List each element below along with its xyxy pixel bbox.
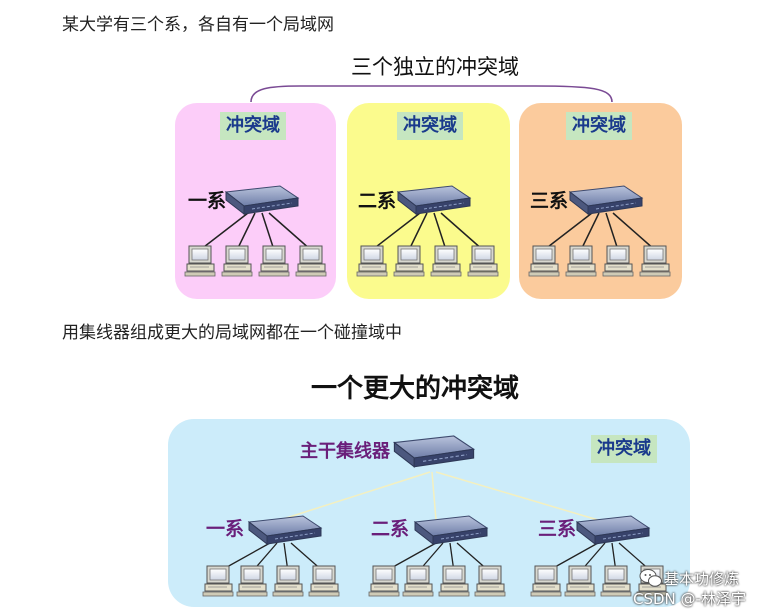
top-caption: 某大学有三个系，各自有一个局域网 — [62, 15, 334, 35]
bottom-dept-label-1: 一系 — [206, 518, 245, 540]
dept-label-1: 一系 — [188, 190, 227, 212]
top-heading: 三个独立的冲突域 — [351, 55, 519, 79]
hub-icon — [414, 515, 488, 545]
big-collision-domain-tag: 冲突域 — [591, 435, 657, 463]
bottom-dept2-network — [368, 515, 506, 597]
bottom-dept-label-2: 二系 — [371, 518, 410, 540]
computer-icon — [402, 565, 434, 597]
bottom-dept3-network — [530, 515, 668, 597]
computer-icon — [565, 245, 597, 277]
dept3-network — [528, 185, 671, 277]
dept-label-2: 二系 — [358, 190, 397, 212]
computer-icon — [600, 565, 632, 597]
computer-icon — [430, 245, 462, 277]
dept-label-3: 三系 — [530, 190, 569, 212]
computer-icon — [438, 565, 470, 597]
computer-icon — [393, 245, 425, 277]
hub-icon — [576, 515, 650, 545]
backbone-links — [279, 471, 599, 521]
watermark-account: 基本功修炼 — [664, 570, 740, 588]
dept1-network — [184, 185, 327, 277]
hub-icon — [393, 435, 475, 468]
collision-domain-tag-2: 冲突域 — [397, 112, 463, 140]
computer-icon — [295, 245, 327, 277]
bottom-caption: 用集线器组成更大的局域网都在一个碰撞域中 — [62, 323, 402, 343]
computer-icon — [528, 245, 560, 277]
computer-icon — [308, 565, 340, 597]
computer-icon — [236, 565, 268, 597]
computer-icon — [602, 245, 634, 277]
bottom-dept1-network — [202, 515, 340, 597]
computer-icon — [474, 565, 506, 597]
computer-icon — [356, 245, 388, 277]
hub-icon — [397, 185, 471, 215]
computer-icon — [467, 245, 499, 277]
computer-icon — [258, 245, 290, 277]
backbone-hub-label: 主干集线器 — [300, 441, 390, 462]
wechat-icon — [639, 569, 662, 587]
computer-icon — [368, 565, 400, 597]
computer-icon — [184, 245, 216, 277]
computer-icon — [272, 565, 304, 597]
collision-domain-tag-1: 冲突域 — [220, 112, 286, 140]
computer-icon — [221, 245, 253, 277]
bottom-heading: 一个更大的冲突域 — [310, 374, 519, 404]
collision-domain-tag-3: 冲突域 — [566, 112, 632, 140]
hub-icon — [569, 185, 643, 215]
hub-icon — [248, 515, 322, 545]
computer-icon — [530, 565, 562, 597]
computer-icon — [202, 565, 234, 597]
computer-icon — [564, 565, 596, 597]
hub-icon — [225, 185, 299, 215]
domain-brace — [250, 85, 613, 103]
bottom-dept-label-3: 三系 — [538, 518, 577, 540]
computer-icon — [639, 245, 671, 277]
watermark-csdn: CSDN @-林泽宇 — [633, 590, 746, 608]
dept2-network — [356, 185, 499, 277]
